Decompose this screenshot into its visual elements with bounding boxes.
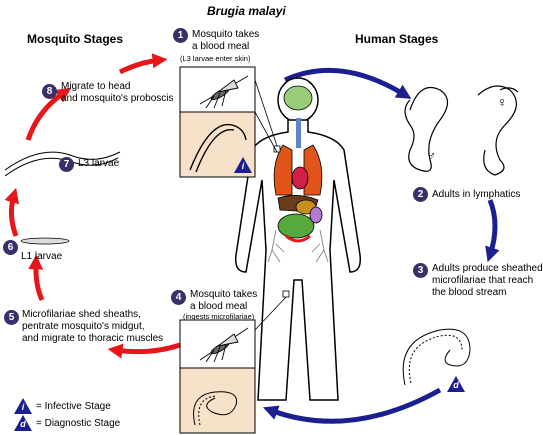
mosquito-inset-bottom <box>179 319 256 369</box>
diagram-title: Brugia malayi <box>207 4 286 18</box>
step-5-text-line2: pentrate mosquito's midgut, <box>22 321 145 332</box>
legend-diagnostic-icon: d <box>14 415 32 431</box>
step-4-text-line1: Mosquito takes <box>190 289 258 300</box>
mosquito-inset-top <box>179 66 256 113</box>
step-8-number: 8 <box>42 84 57 99</box>
diagnostic-stage-badge: d <box>447 376 465 392</box>
section-human-stages: Human Stages <box>355 32 439 46</box>
step-3-text-line2: microfilariae that reach <box>432 275 534 286</box>
step-7-number: 7 <box>59 157 74 172</box>
legend-infective-label: = Infective Stage <box>36 401 111 412</box>
l3-larva-inset <box>189 123 247 173</box>
male-symbol: ♂ <box>427 149 436 163</box>
step-7-text: L3 larvae <box>78 158 120 169</box>
section-mosquito-stages: Mosquito Stages <box>27 32 124 46</box>
step-6-number: 6 <box>3 240 18 255</box>
internal-organs <box>273 85 323 243</box>
step-4-number: 4 <box>171 290 186 305</box>
arrow-6-to-7 <box>4 187 20 237</box>
l3-larva <box>4 151 121 171</box>
legend-diagnostic-label: = Diagnostic Stage <box>36 418 121 429</box>
step-4-text-line2: a blood meal <box>190 301 248 312</box>
microfilaria-inset-bottom <box>179 367 256 434</box>
step-3-number: 3 <box>413 263 428 278</box>
step-5-text-line3: and migrate to thoracic muscles <box>22 333 164 344</box>
arrow-7-to-8 <box>25 87 72 141</box>
step-3-text-line3: the blood stream <box>432 287 507 298</box>
step-1-subtext: (L3 larvae enter skin) <box>180 54 251 63</box>
step-8-text-line1: Migrate to head <box>61 81 131 92</box>
step-2-text: Adults in lymphatics <box>432 189 521 200</box>
mosquito-icon-bottom <box>199 327 249 363</box>
arrow-8-to-1 <box>118 53 168 75</box>
female-symbol: ♀ <box>497 94 508 110</box>
mosquito-icon-top <box>199 75 249 109</box>
l1-larva <box>20 237 70 245</box>
arrow-3-to-4 <box>262 387 442 424</box>
adult-worms <box>404 85 519 176</box>
step-3-text-line1: Adults produce sheathed <box>432 263 543 274</box>
step-1-text-line2: a blood meal <box>192 41 250 52</box>
arrow-4-to-5 <box>107 342 181 359</box>
microfilaria-inset <box>193 391 238 426</box>
lymphatic-vessels <box>267 229 329 263</box>
step-1-number: 1 <box>173 28 188 43</box>
step-4-subtext: (ingests microfilariae) <box>183 312 255 321</box>
infective-stage-badge: i <box>234 157 252 173</box>
legend-infective-icon: i <box>14 398 32 414</box>
step-1-text-line1: Mosquito takes <box>192 29 260 40</box>
step-6-text: L1 larvae <box>21 251 63 262</box>
step-5-text-line1: Microfilariae shed sheaths, <box>22 309 141 320</box>
arrow-5-to-6 <box>28 254 45 302</box>
step-5-number: 5 <box>4 310 19 325</box>
step-8-text-line2: and mosquito's proboscis <box>61 93 174 104</box>
arrow-2-to-3 <box>485 199 500 263</box>
sheathed-microfilaria <box>402 328 471 386</box>
arrow-1-to-2 <box>283 67 412 99</box>
step-2-number: 2 <box>413 187 428 202</box>
